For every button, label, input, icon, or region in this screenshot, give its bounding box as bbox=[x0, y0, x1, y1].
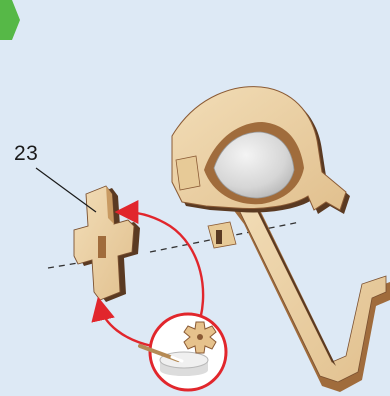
part-number-label: 23 bbox=[14, 142, 38, 166]
stand-piece bbox=[232, 200, 390, 392]
glue-brush-detail-icon bbox=[140, 314, 226, 390]
green-arrow-icon bbox=[0, 0, 20, 40]
callout-leader-line bbox=[36, 168, 96, 212]
